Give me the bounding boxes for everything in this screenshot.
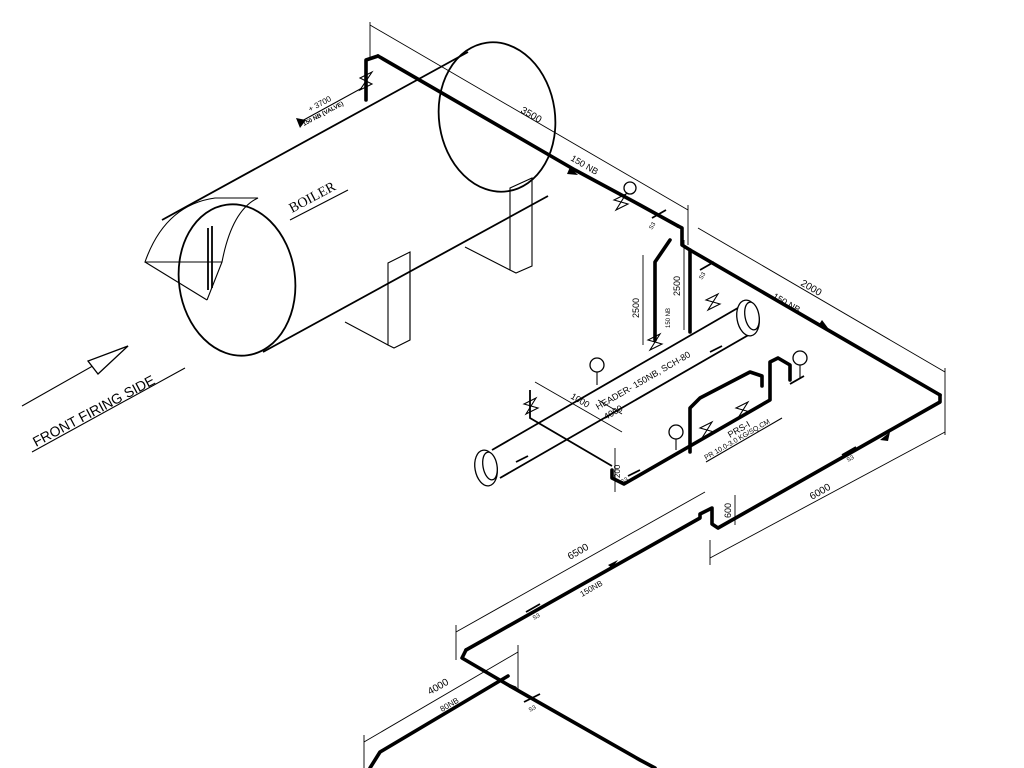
pressure-gauges (589, 181, 808, 450)
pressure-gauge-icon (792, 350, 808, 378)
header-label: HEADER- 150NB, SCH-80 (594, 349, 692, 411)
pipe-support-icon: S3 (699, 261, 715, 281)
dim-4000-lower: 4000 (426, 677, 451, 698)
pipe-support-icon: S3 (525, 603, 542, 622)
dim-3500: 3500 (519, 105, 544, 126)
support-tag: S3 (649, 221, 658, 231)
support-tag: S3 (620, 477, 630, 486)
dim-200: 200 (613, 464, 622, 478)
pipe-support-icon: S3 (515, 345, 805, 486)
dim-2000: 2000 (799, 278, 824, 299)
dim-2500-left: 2500 (631, 298, 641, 318)
main-steam-pipe (364, 54, 942, 768)
boiler-label: BOILER (287, 179, 339, 216)
valves (358, 70, 752, 440)
dim-6500: 6500 (566, 542, 591, 563)
support-tag: S3 (532, 613, 542, 622)
outlet-elevation: + 3700 150 NB (VALVE) (296, 87, 363, 128)
dim-6000: 6000 (808, 482, 833, 503)
front-firing-side-label: FRONT FIRING SIDE (30, 372, 157, 450)
dim-600: 600 (723, 503, 733, 518)
valve-icon (704, 292, 722, 312)
dim-2500-right: 2500 (672, 276, 682, 296)
pressure-gauge-icon (668, 424, 684, 450)
valve-icon (698, 420, 716, 440)
support-tag: S3 (528, 705, 538, 714)
front-firing-side-indicator: FRONT FIRING SIDE (21, 345, 186, 453)
pressure-gauge-icon (589, 357, 605, 385)
support-tag: S3 (846, 455, 856, 464)
saddle-support-rear (464, 177, 533, 274)
pressure-gauge-icon (623, 181, 637, 195)
boiler-vessel: BOILER (144, 41, 557, 357)
pipe-size-150nb-right: 150 NB (771, 291, 802, 315)
pipe-support-icon: S3 (523, 693, 541, 714)
valve-icon (522, 396, 540, 416)
valve-icon (612, 192, 630, 212)
pipe-size-150nb-mid: 150NB (579, 579, 605, 599)
pipe-supports: S3 S3 S3 S3 S3 S3 (515, 209, 857, 714)
prs-station: PRS-I PR 10.0-3.0 KG/SQ.CM (529, 356, 792, 486)
valve-icon (358, 70, 374, 92)
valve-icon (646, 332, 664, 352)
dimension-lines: 3500 2000 6000 600 6500 4000 2500 2500 1… (363, 22, 946, 768)
pipe-support-icon: S3 (841, 446, 857, 464)
support-tag: S3 (699, 271, 708, 281)
saddle-support-front (344, 251, 411, 349)
pipe-support-icon: S3 (649, 209, 667, 231)
steam-header: HEADER- 150NB, SCH-80 (474, 299, 760, 487)
pipe-size-vertical: 150 NB (666, 308, 672, 328)
valve-icon (734, 400, 752, 420)
header-branch-pipe (653, 238, 692, 342)
